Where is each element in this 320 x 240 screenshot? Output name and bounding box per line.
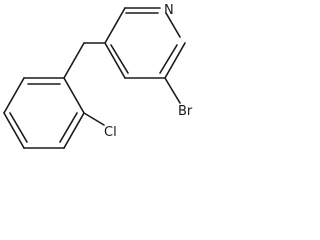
bond (63, 42, 85, 79)
bond (9, 112, 28, 143)
bond (159, 44, 178, 74)
molecule-canvas: N Br Cl (0, 0, 224, 152)
bond (83, 112, 105, 126)
nitrogen-label: N (164, 3, 174, 18)
bromine-label: Br (178, 104, 193, 119)
bond (164, 42, 186, 79)
structure-diagram: N Br Cl (3, 3, 193, 149)
bond (63, 77, 85, 114)
bond (3, 112, 25, 149)
chlorine-label: Cl (104, 125, 117, 140)
bond (110, 44, 129, 74)
bond (165, 12, 181, 38)
bond (164, 77, 181, 104)
bond (104, 7, 126, 44)
chlorophenyl-ring (3, 42, 85, 149)
pyridine-ring (104, 7, 186, 79)
bond (59, 112, 78, 143)
bond (63, 112, 85, 149)
bond (3, 77, 25, 114)
bond (104, 42, 126, 79)
